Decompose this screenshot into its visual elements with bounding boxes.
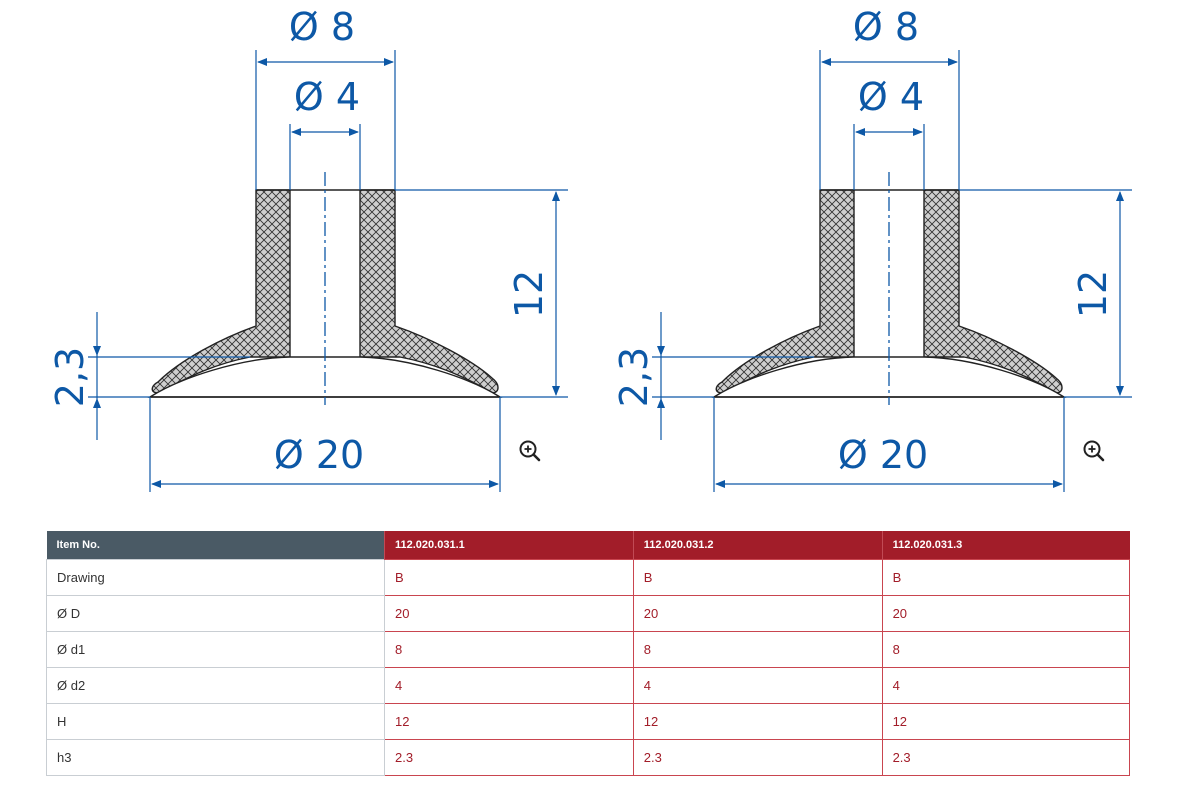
zoom-in-icon[interactable]: [516, 437, 544, 465]
row-value: 12: [881, 702, 1131, 740]
header-item-no: Item No.: [46, 531, 385, 559]
technical-drawing-right: Ø 8 Ø 4 12 2,3 Ø 20: [564, 0, 1134, 505]
left-wall-section: [151, 189, 291, 394]
table-header-row: Item No. 112.020.031.1 112.020.031.2 112…: [46, 531, 1130, 559]
dim-top-inner-label: Ø 4: [858, 75, 924, 119]
row-value: 20: [632, 594, 883, 632]
table-row: Drawing B B B: [46, 558, 1131, 596]
row-label: h3: [46, 738, 385, 776]
row-value: 2.3: [384, 738, 634, 776]
dim-top-inner-label: Ø 4: [294, 75, 360, 119]
row-value: 4: [632, 666, 883, 704]
table-row: H 12 12 12: [46, 702, 1131, 740]
row-label: Ø D: [46, 594, 385, 632]
right-wall-section: [923, 189, 1063, 394]
dim-top-outer-label: Ø 8: [853, 5, 919, 49]
header-item-2: 112.020.031.2: [632, 531, 883, 559]
dim-base-label: Ø 20: [838, 433, 928, 477]
row-label: H: [46, 702, 385, 740]
row-value: B: [881, 558, 1131, 596]
header-item-3: 112.020.031.3: [881, 531, 1130, 559]
row-label: Ø d2: [46, 666, 385, 704]
row-value: 20: [384, 594, 634, 632]
row-value: B: [632, 558, 883, 596]
row-value: B: [384, 558, 634, 596]
technical-drawing-left: Ø 8 Ø 4 12 2,3 Ø 20: [0, 0, 570, 505]
suction-cup-cross-section: Ø 8 Ø 4 12 2,3 Ø 20: [48, 5, 568, 492]
spec-table: Item No. 112.020.031.1 112.020.031.2 112…: [46, 531, 1131, 776]
table-row: Ø d1 8 8 8: [46, 630, 1131, 668]
dim-top-outer-label: Ø 8: [289, 5, 355, 49]
dim-lip-label: 2,3: [612, 347, 656, 407]
row-value: 12: [384, 702, 634, 740]
row-value: 4: [881, 666, 1131, 704]
row-value: 12: [632, 702, 883, 740]
left-wall-section: [715, 189, 855, 394]
row-value: 2.3: [881, 738, 1131, 776]
row-value: 2.3: [632, 738, 883, 776]
row-value: 20: [881, 594, 1131, 632]
dim-base-label: Ø 20: [274, 433, 364, 477]
row-label: Drawing: [46, 558, 385, 596]
zoom-in-icon[interactable]: [1080, 437, 1108, 465]
dim-lip-label: 2,3: [48, 347, 92, 407]
right-wall-section: [359, 189, 499, 394]
table-row: Ø d2 4 4 4: [46, 666, 1131, 704]
row-value: 8: [632, 630, 883, 668]
dim-height-label: 12: [1071, 270, 1115, 318]
dim-height-label: 12: [507, 270, 551, 318]
row-label: Ø d1: [46, 630, 385, 668]
row-value: 4: [384, 666, 634, 704]
row-value: 8: [384, 630, 634, 668]
suction-cup-cross-section: Ø 8 Ø 4 12 2,3 Ø 20: [612, 5, 1132, 492]
table-row: h3 2.3 2.3 2.3: [46, 738, 1131, 776]
row-value: 8: [881, 630, 1131, 668]
header-item-1: 112.020.031.1: [384, 531, 634, 559]
table-row: Ø D 20 20 20: [46, 594, 1131, 632]
